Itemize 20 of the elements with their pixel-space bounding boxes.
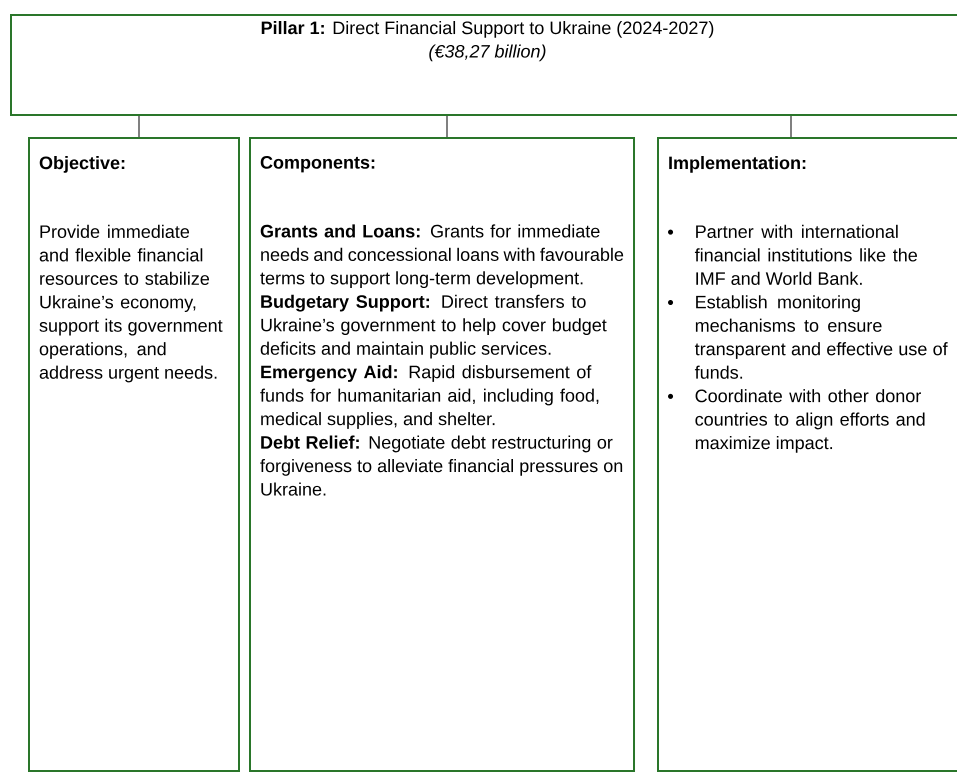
connector-line (446, 116, 448, 138)
body-text: Budgetary Support: Direct transfers to Ukraine’s government to help cover budget deficits and maintain public services. (260, 294, 607, 358)
box-heading: Objective: (40, 156, 124, 173)
bullet-item: Partner with international financial institutions like the IMF and World Bank. (694, 224, 917, 285)
objective-box (28, 137, 240, 772)
body-text: Grants and Loans: Grants for immediate needs and concessional loans with favourable terms to support long-term development. (260, 224, 624, 288)
body-text: Emergency Aid: Rapid disbursement of funds for humanitarian aid, including food, medical supplies, and shelter. (260, 365, 598, 429)
bullet-item: Coordinate with other donor countries to align efforts and maximize impact. (695, 389, 925, 453)
implementation-box (657, 137, 957, 772)
title-text: Pillar 1: Direct Financial Support to Ukraine (2024-2027) (262, 21, 714, 38)
connector-line (790, 116, 792, 138)
title-text: (€38,27 billion) (429, 44, 546, 62)
box-heading: Components: (260, 156, 374, 172)
body-text: Provide immediate and flexible financial resources to stabilize Ukraine’s economy, support its government operations, and address urgent needs. (40, 224, 223, 382)
bullet-item: Establish monitoring mechanisms to ensure transparent and effective use of funds. (694, 295, 948, 379)
connector-line (138, 116, 140, 138)
box-heading: Implementation: (669, 156, 806, 173)
body-text: Debt Relief: Negotiate debt restructuring or forgiveness to alleviate financial pressures on Ukraine. (260, 436, 622, 496)
components-box (249, 137, 635, 772)
title-box (10, 14, 957, 116)
